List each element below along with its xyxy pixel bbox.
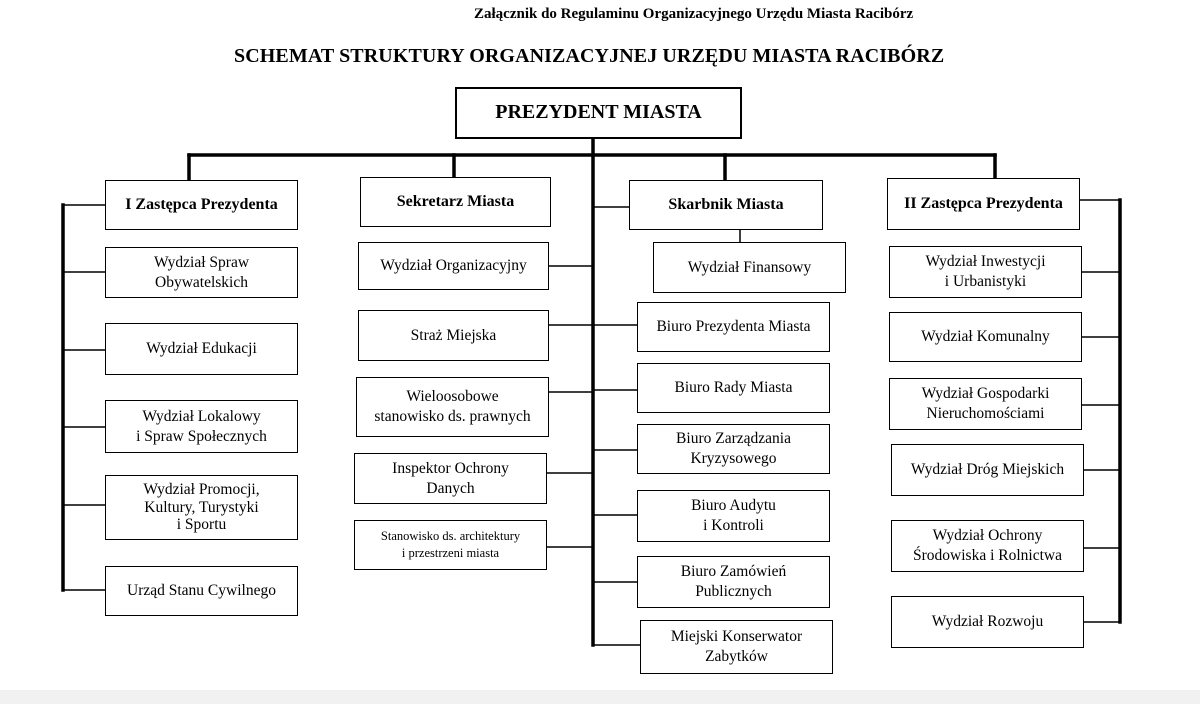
deputy1-label: I Zastępca Prezydenta (125, 195, 278, 213)
unit-real-estate: Wydział Gospodarki Nieruchomościami (889, 378, 1082, 430)
unit-label: Wydział Komunalny (921, 328, 1050, 346)
unit-development: Wydział Rozwoju (891, 596, 1084, 648)
unit-finance: Wydział Finansowy (653, 242, 846, 293)
unit-council-office: Biuro Rady Miasta (637, 363, 830, 413)
unit-civil-affairs: Wydział Spraw Obywatelskich (105, 247, 298, 298)
deputy2-label: II Zastępca Prezydenta (904, 194, 1063, 212)
unit-label: Biuro Zamówień Publicznych (680, 563, 787, 600)
treasurer-box: Skarbnik Miasta (629, 180, 823, 230)
unit-label: Wydział Lokalowy i Spraw Społecznych (136, 407, 267, 445)
unit-label: Wydział Spraw Obywatelskich (153, 253, 250, 291)
unit-label: Wydział Edukacji (146, 340, 257, 358)
unit-municipal: Wydział Komunalny (889, 312, 1082, 362)
unit-label: Biuro Zarządzania Kryzysowego (676, 430, 791, 467)
unit-environment-agriculture: Wydział Ochrony Środowiska i Rolnictwa (891, 520, 1084, 572)
unit-label: Urząd Stanu Cywilnego (127, 582, 276, 600)
unit-label: Wydział Organizacyjny (380, 257, 527, 275)
president-box: PREZYDENT MIASTA (455, 87, 742, 139)
unit-audit-office: Biuro Audytu i Kontroli (637, 490, 830, 542)
unit-label: Wydział Promocji, Kultury, Turystyki i S… (143, 481, 260, 534)
annex-caption: Załącznik do Regulaminu Organizacyjnego … (474, 6, 914, 22)
unit-crisis-office: Biuro Zarządzania Kryzysowego (637, 424, 830, 474)
unit-label: Biuro Prezydenta Miasta (656, 318, 811, 336)
unit-monuments-conservator: Miejski Konserwator Zabytków (640, 620, 833, 674)
unit-procurement-office: Biuro Zamówień Publicznych (637, 556, 830, 608)
unit-architecture-post: Stanowisko ds. architektury i przestrzen… (354, 520, 547, 570)
unit-label: Wydział Ochrony Środowiska i Rolnictwa (913, 527, 1062, 564)
schema-title: SCHEMAT STRUKTURY ORGANIZACYJNEJ URZĘDU … (234, 45, 945, 67)
unit-housing-social: Wydział Lokalowy i Spraw Społecznych (105, 400, 298, 453)
secretary-box: Sekretarz Miasta (360, 177, 551, 227)
unit-investment-urban: Wydział Inwestycji i Urbanistyki (889, 246, 1082, 298)
unit-label: Wydział Dróg Miejskich (910, 461, 1065, 479)
unit-education: Wydział Edukacji (105, 323, 298, 375)
unit-label: Miejski Konserwator Zabytków (670, 628, 803, 665)
unit-label: Wydział Finansowy (687, 258, 812, 276)
treasurer-label: Skarbnik Miasta (668, 195, 784, 213)
unit-label: Biuro Rady Miasta (674, 379, 793, 397)
unit-label: Wydział Gospodarki Nieruchomościami (921, 385, 1050, 422)
unit-legal-post: Wieloosobowe stanowisko ds. prawnych (356, 377, 549, 437)
deputy1-box: I Zastępca Prezydenta (105, 180, 298, 230)
unit-city-guard: Straż Miejska (358, 310, 549, 361)
unit-data-protection: Inspektor Ochrony Danych (354, 453, 547, 504)
unit-label: Wydział Rozwoju (931, 613, 1044, 631)
page-bottom-strip (0, 690, 1200, 704)
president-label: PREZYDENT MIASTA (495, 101, 702, 124)
unit-city-roads: Wydział Dróg Miejskich (891, 444, 1084, 496)
unit-label: Wydział Inwestycji i Urbanistyki (925, 253, 1046, 290)
unit-promotion-culture: Wydział Promocji, Kultury, Turystyki i S… (105, 475, 298, 540)
unit-label: Wieloosobowe stanowisko ds. prawnych (374, 388, 531, 425)
deputy2-box: II Zastępca Prezydenta (887, 178, 1080, 230)
unit-label: Inspektor Ochrony Danych (392, 459, 509, 497)
unit-president-office: Biuro Prezydenta Miasta (637, 302, 830, 352)
secretary-label: Sekretarz Miasta (396, 192, 515, 210)
unit-label: Stanowisko ds. architektury i przestrzen… (380, 529, 521, 560)
unit-organizational: Wydział Organizacyjny (358, 242, 549, 290)
unit-label: Biuro Audytu i Kontroli (691, 497, 776, 534)
unit-label: Straż Miejska (410, 326, 497, 344)
unit-registry-office: Urząd Stanu Cywilnego (105, 566, 298, 616)
